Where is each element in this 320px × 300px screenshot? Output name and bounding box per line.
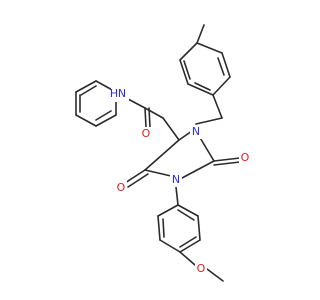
bond-ph-1: [75, 80, 97, 93]
bond-n3-c2: [198, 135, 215, 162]
bond-c5-o-1: [124, 169, 146, 184]
molecule-structure: H N O N N O O O: [75, 24, 251, 282]
bond-tol-6: [212, 76, 231, 96]
bond-ph-5: [75, 114, 97, 127]
bond-n1-c5: [144, 169, 172, 177]
bond-mp-2: [157, 215, 161, 241]
bond-tol-inner-3: [194, 82, 211, 91]
bond-mp-inner-1: [162, 218, 165, 238]
ring-oxygen-c2-label: O: [241, 151, 250, 164]
bond-nh-c: [127, 98, 146, 109]
bond-mp-1: [157, 204, 179, 217]
bond-tol-3: [179, 42, 198, 61]
bond-mp-4: [179, 239, 201, 253]
bond-mp-3: [159, 239, 181, 253]
bond-mp-6: [177, 204, 199, 217]
bond-o-ch3: [206, 268, 224, 282]
bond-ph-inner-2: [95, 110, 112, 121]
bond-c2-o-2: [213, 161, 241, 166]
bond-ar-o: [179, 251, 196, 266]
bond-tol-5: [221, 52, 231, 78]
amide-oxygen-label: O: [142, 127, 151, 140]
bond-ch2-c4: [162, 117, 180, 141]
bond-tol-1: [187, 83, 214, 96]
bond-tol-4: [196, 42, 223, 54]
ring-n3-bg: [190, 125, 202, 139]
bond-ch2-ar: [212, 94, 223, 119]
amide-nh-bg: [111, 84, 129, 102]
bond-c-o-1: [144, 107, 147, 128]
bond-tol-inner-1: [183, 60, 191, 80]
bond-c-ch2: [144, 107, 164, 119]
bond-tol-methyl: [196, 24, 205, 44]
bond-c2-n1: [181, 160, 215, 179]
ether-oxygen-label: O: [197, 262, 206, 275]
ring-n1-bg: [170, 173, 182, 187]
amide-o-bg: [140, 127, 152, 141]
bond-c4-n3: [178, 130, 193, 141]
ring-n1-label: N: [172, 173, 180, 186]
bond-layer: [75, 24, 241, 282]
ether-o-bg: [195, 262, 207, 276]
bond-n1-ar: [175, 186, 179, 206]
molecule-canvas: H N O N N O O O: [75, 24, 251, 282]
ring-oxygen-c4-label: O: [117, 181, 126, 194]
bond-c2-o-1: [213, 157, 241, 162]
bond-mp-5: [197, 215, 201, 241]
amide-nh-n-label: N: [118, 87, 126, 100]
bond-c5-c4: [144, 139, 180, 171]
bond-tol-2: [179, 59, 189, 85]
ring-n3-label: N: [192, 125, 200, 138]
bond-mp-inner-3: [177, 209, 195, 221]
atom-label-layer: H N O N N O O O: [110, 84, 251, 276]
bond-tol-inner-2: [217, 57, 225, 76]
ring-o-c4-bg: [115, 181, 127, 195]
bond-n3-ch2: [195, 117, 223, 125]
ring-o-c2-bg: [239, 151, 251, 165]
bond-mp-inner-2: [179, 236, 197, 248]
amide-nh-h-label: H: [110, 87, 118, 100]
bond-ph-4: [95, 114, 117, 127]
bond-c5-o-2: [127, 173, 149, 188]
bond-ph-inner-1: [80, 85, 97, 96]
